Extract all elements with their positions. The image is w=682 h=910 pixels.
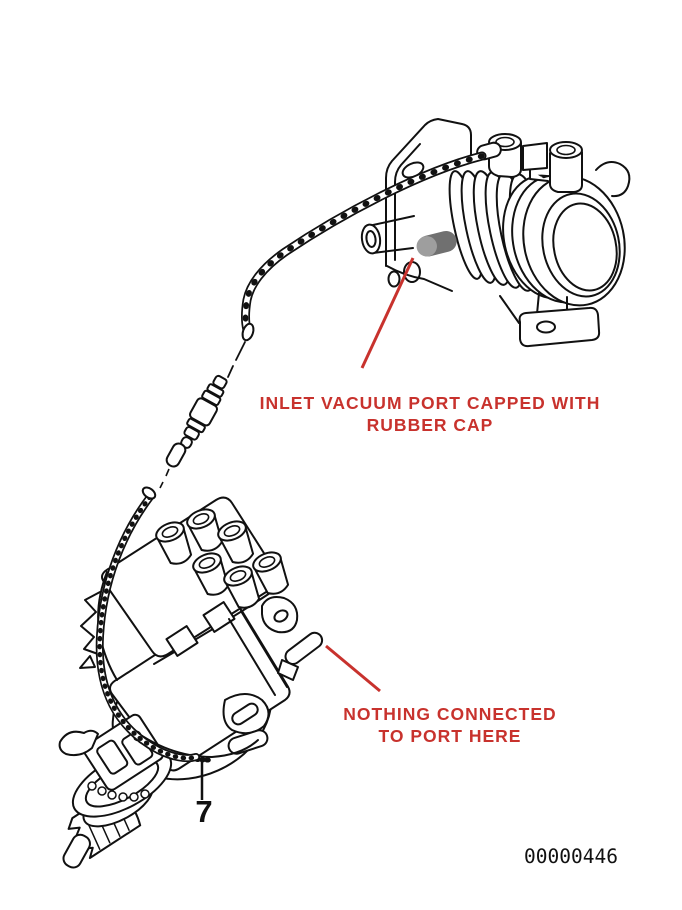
leader-line-inlet-port bbox=[360, 257, 415, 369]
distributor-vacuum-port bbox=[284, 631, 324, 666]
mounting-clips bbox=[80, 591, 101, 655]
clamp-arm bbox=[58, 729, 99, 757]
throttle-bore bbox=[552, 202, 618, 292]
body-loop bbox=[222, 693, 270, 735]
cable-connector-illustration bbox=[159, 374, 228, 489]
mounting-plate bbox=[385, 118, 472, 267]
throttle-ear bbox=[595, 161, 631, 198]
annotation-inlet-port-line2: RUBBER CAP bbox=[367, 415, 494, 435]
annotation-nothing-connected-line1: NOTHING CONNECTED bbox=[343, 704, 556, 724]
annotation-inlet-port-line1: INLET VACUUM PORT CAPPED WITH bbox=[260, 393, 601, 413]
cable-sheath-end bbox=[241, 322, 255, 342]
top-bosses bbox=[488, 133, 583, 193]
throttle-cable-illustration bbox=[227, 141, 502, 378]
inlet-vacuum-port bbox=[360, 215, 415, 255]
rubber-cap-end bbox=[416, 236, 437, 257]
doc-number: 00000446 bbox=[524, 845, 618, 868]
distributor-illustration bbox=[58, 496, 324, 869]
throttle-body-illustration bbox=[360, 118, 631, 348]
annotation-nothing-connected-line2: TO PORT HERE bbox=[379, 726, 522, 746]
distributor-ear bbox=[261, 596, 299, 634]
rubber-cap bbox=[416, 230, 457, 257]
cap-towers bbox=[155, 508, 290, 609]
clamp-plate bbox=[82, 713, 164, 791]
figure-number-callout: 7 bbox=[195, 756, 213, 829]
vacuum-hose-illustration bbox=[95, 486, 200, 763]
bearing-balls bbox=[87, 781, 150, 802]
drive-gear-assembly bbox=[58, 713, 173, 869]
throttle-barrel bbox=[448, 170, 626, 307]
figure-number-label: 7 bbox=[195, 794, 212, 829]
leader-line-nothing-connected bbox=[325, 644, 381, 693]
mounting-foot bbox=[499, 292, 601, 348]
shaft-tip bbox=[62, 833, 91, 869]
hose-opening bbox=[141, 486, 157, 500]
